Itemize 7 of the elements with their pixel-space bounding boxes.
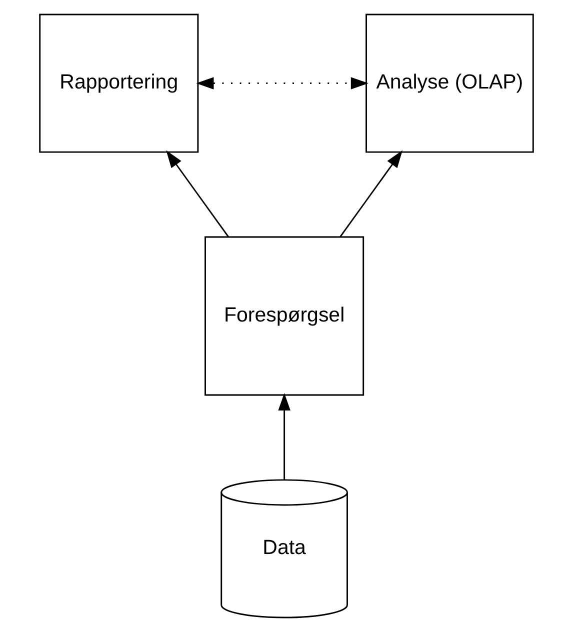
- arrow: [340, 150, 403, 238]
- node-box: Rapportering: [39, 14, 199, 153]
- node-box: Analyse (OLAP): [366, 14, 534, 153]
- node-box: Forespørgsel: [204, 236, 364, 396]
- arrow: [196, 77, 368, 90]
- arrow: [166, 150, 229, 238]
- arrow: [278, 392, 290, 480]
